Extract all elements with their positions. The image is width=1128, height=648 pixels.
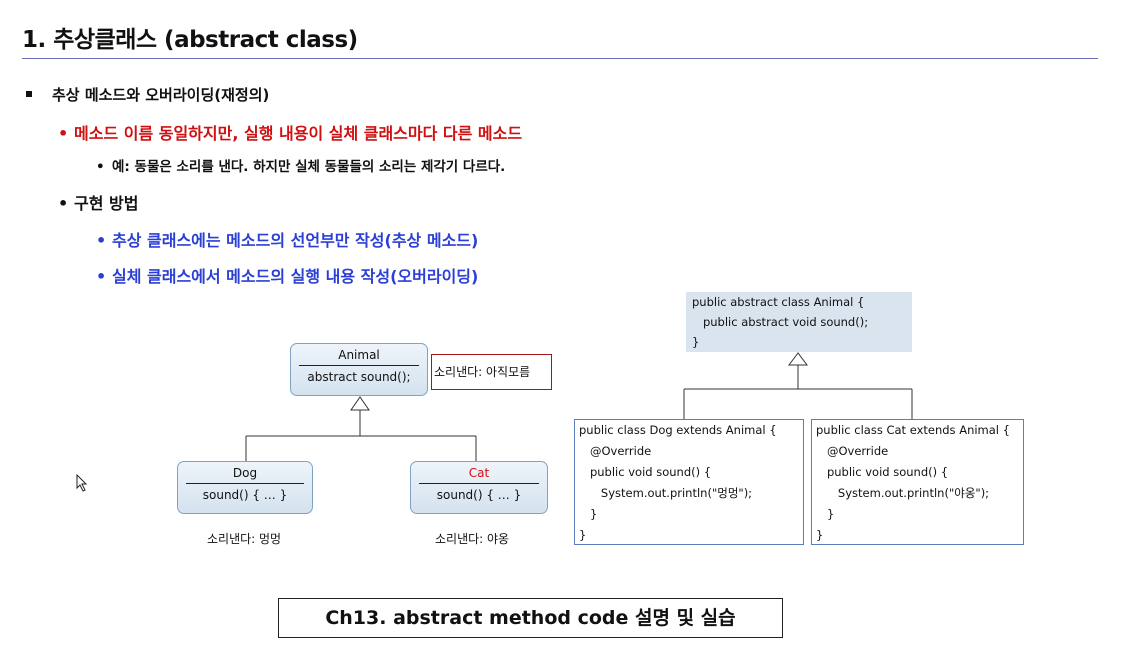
- inheritance-arrow-icon: [788, 352, 808, 366]
- bullet-concrete-override: •실체 클래스에서 메소드의 실행 내용 작성(오버라이딩): [96, 267, 479, 286]
- title-divider: [22, 58, 1098, 59]
- uml-dog-name: Dog: [232, 466, 258, 480]
- uml-animal-class: Animal abstract sound();: [290, 343, 428, 396]
- uml-dog-caption: 소리낸다: 멍멍: [207, 532, 282, 546]
- bullet-abstract-declaration: •추상 클래스에는 메소드의 선언부만 작성(추상 메소드): [96, 231, 479, 250]
- uml-cat-name: Cat: [468, 466, 490, 480]
- uml-inheritance-connector: [245, 396, 477, 462]
- mouse-pointer-icon: [76, 474, 88, 492]
- chapter-subtitle: Ch13. abstract method code 설명 및 실습: [278, 598, 783, 638]
- code-inheritance-connector: [683, 352, 913, 419]
- bullet-implementation: •구현 방법: [58, 194, 139, 213]
- uml-cat-method: sound() { … }: [436, 488, 522, 502]
- inheritance-arrow-icon: [350, 396, 370, 411]
- uml-dog-class: Dog sound() { … }: [177, 461, 313, 514]
- slide-title: 1. 추상클래스 (abstract class): [22, 27, 358, 53]
- square-bullet-icon: [26, 91, 32, 97]
- uml-cat-class: Cat sound() { … }: [410, 461, 548, 514]
- uml-animal-name: Animal: [338, 348, 380, 362]
- bullet-method-definition: •메소드 이름 동일하지만, 실행 내용이 실체 클래스마다 다른 메소드: [58, 124, 523, 143]
- uml-dog-method: sound() { … }: [202, 488, 288, 502]
- uml-animal-method: abstract sound();: [307, 370, 411, 384]
- code-cat-class: public class Cat extends Animal { @Overr…: [811, 419, 1024, 545]
- uml-animal-note: 소리낸다: 아직모름: [431, 354, 552, 390]
- code-animal-class: public abstract class Animal { public ab…: [686, 292, 912, 352]
- bullet-abstract-methods: 추상 메소드와 오버라이딩(재정의): [26, 84, 269, 105]
- uml-cat-caption: 소리낸다: 야옹: [435, 532, 510, 546]
- bullet-example: •예: 동물은 소리를 낸다. 하지만 실체 동물들의 소리는 제각기 다르다.: [96, 159, 506, 175]
- code-dog-class: public class Dog extends Animal { @Overr…: [574, 419, 804, 545]
